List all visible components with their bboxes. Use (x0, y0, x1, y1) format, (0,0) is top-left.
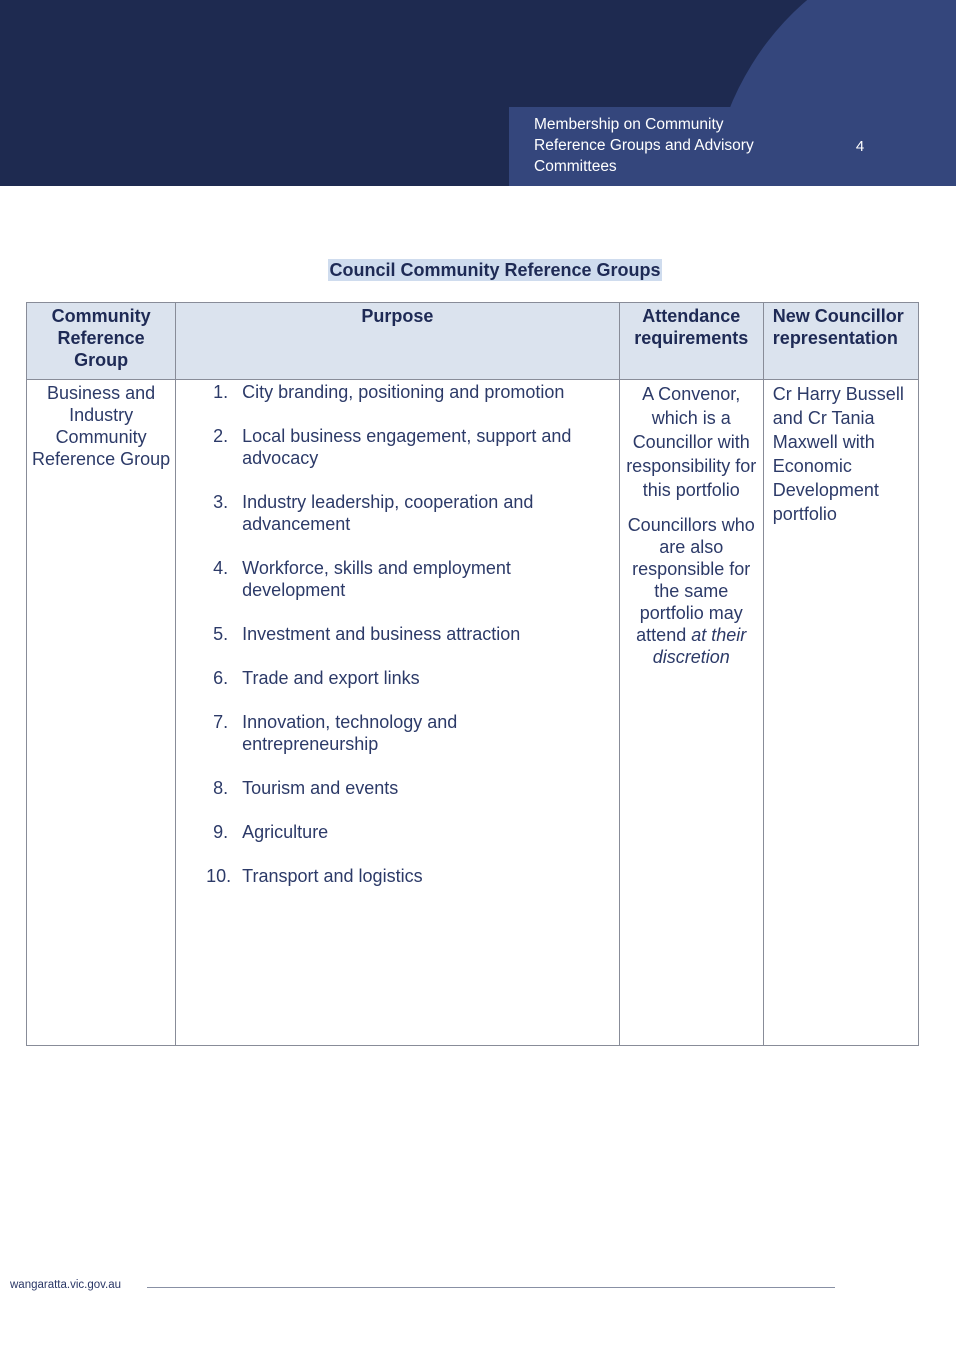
list-item: 5.Investment and business attraction (213, 624, 521, 644)
list-item: 10.Transport and logistics (206, 866, 423, 886)
group-cell: Business and Industry Community Referenc… (25, 379, 177, 1046)
list-item: 4.Workforce, skills and employment devel… (213, 558, 511, 600)
reference-groups-table: Community Reference Group Purpose Attend… (25, 302, 920, 1046)
header-community-reference-group: Community Reference Group (25, 302, 177, 380)
table-header-row: Community Reference Group Purpose Attend… (25, 302, 920, 380)
list-item: 3.Industry leadership, cooperation and a… (213, 492, 534, 534)
representation-cell: Cr Harry Bussell and Cr Tania Maxwell wi… (762, 379, 920, 1046)
section-title: Council Community Reference Groups (0, 259, 956, 281)
header-attendance-requirements: Attendance requirements (618, 302, 764, 380)
list-item: 9.Agriculture (213, 822, 329, 842)
header-title-box (509, 107, 956, 186)
list-item: 8.Tourism and events (213, 778, 399, 798)
purpose-cell: 1.City branding, positioning and promoti… (175, 379, 620, 1046)
list-item: 6.Trade and export links (213, 668, 420, 688)
purpose-list: 1.City branding, positioning and promoti… (176, 380, 618, 887)
header-purpose: Purpose (175, 302, 620, 380)
attendance-convenor-text: A Convenor, which is a Councillor with r… (626, 384, 757, 500)
header-councillor-representation: New Councillor representation (762, 302, 920, 380)
list-item: 1.City branding, positioning and promoti… (213, 382, 565, 402)
table-row: Business and Industry Community Referenc… (25, 379, 920, 1046)
footer-divider (147, 1287, 835, 1288)
section-title-text: Council Community Reference Groups (328, 259, 662, 281)
attendance-councillors-text: Councillors who are also responsible for… (627, 515, 755, 667)
list-item: 2.Local business engagement, support and… (213, 426, 572, 468)
footer-website: wangaratta.vic.gov.au (10, 1279, 122, 1291)
page-number: 4 (855, 138, 865, 155)
document-title: Membership on Community Reference Groups… (534, 116, 754, 175)
page-header: Membership on Community Reference Groups… (0, 0, 956, 186)
attendance-cell: A Convenor, which is a Councillor with r… (618, 379, 764, 1046)
list-item: 7.Innovation, technology and entrepreneu… (213, 712, 458, 754)
